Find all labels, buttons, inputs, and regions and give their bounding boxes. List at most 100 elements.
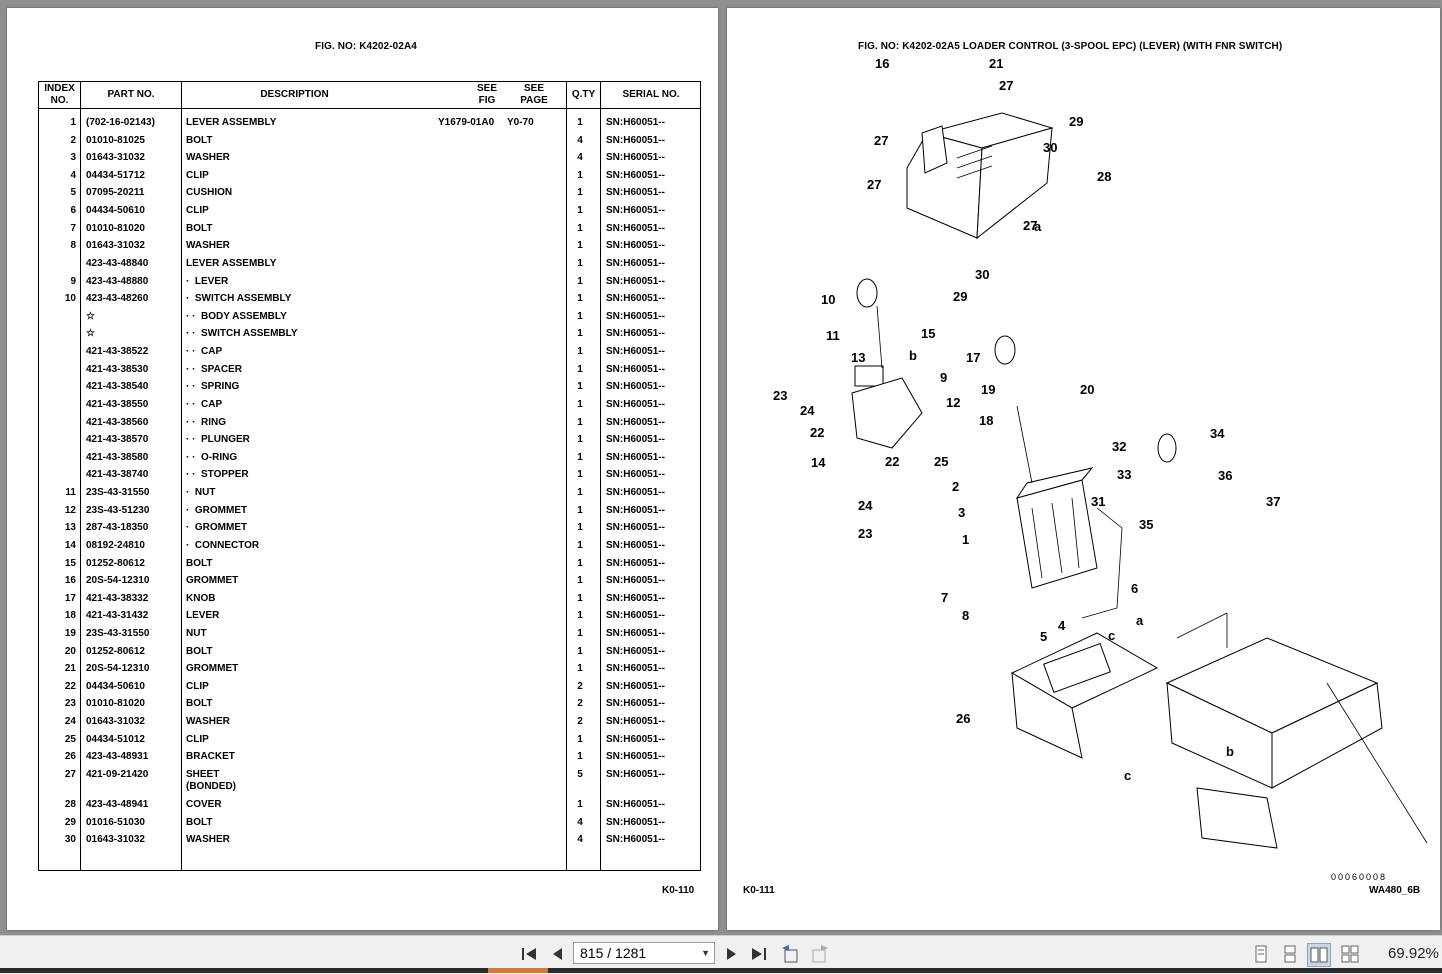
- prev-page-icon[interactable]: [546, 943, 568, 965]
- last-page-icon[interactable]: [748, 943, 770, 965]
- row-index: 7: [70, 222, 76, 234]
- diagram-callout: 27: [874, 133, 888, 148]
- diagram-callout: 20: [1080, 382, 1094, 397]
- row-description: NUT: [186, 627, 207, 639]
- row-part-no: 421-43-38570: [86, 434, 149, 446]
- row-qty: 1: [577, 451, 583, 463]
- first-page-icon[interactable]: [518, 943, 540, 965]
- single-page-icon[interactable]: [1250, 943, 1272, 965]
- row-part-no: 01252-80612: [86, 557, 145, 569]
- two-page-icon[interactable]: [1307, 943, 1331, 967]
- row-qty: 2: [577, 680, 583, 692]
- zoom-level[interactable]: 69.92%: [1388, 945, 1439, 962]
- row-description: · GROMMET: [186, 522, 248, 534]
- row-serial-no: SN:H60051--: [606, 663, 665, 675]
- row-serial-no: SN:H60051--: [606, 134, 665, 146]
- row-part-no: 23S-43-31550: [86, 627, 150, 639]
- row-qty: 1: [577, 798, 583, 810]
- row-qty: 1: [577, 487, 583, 499]
- header-see-fig: SEE FIG: [476, 83, 497, 106]
- row-index: 22: [64, 680, 76, 692]
- chevron-down-icon[interactable]: ▼: [701, 948, 710, 958]
- row-part-no: 423-43-48941: [86, 798, 149, 810]
- row-description: LEVER ASSEMBLY: [186, 257, 277, 269]
- row-serial-no: SN:H60051--: [606, 816, 665, 828]
- diagram-callout: 3: [958, 505, 965, 520]
- page-number-input[interactable]: 815 / 1281 ▼: [573, 942, 715, 964]
- row-serial-no: SN:H60051--: [606, 328, 665, 340]
- row-qty: 1: [577, 557, 583, 569]
- row-part-no: 01643-31032: [86, 152, 145, 164]
- row-part-no: 421-43-38550: [86, 398, 149, 410]
- row-qty: 1: [577, 610, 583, 622]
- diagram-callout: 28: [1097, 169, 1111, 184]
- left-page: FIG. NO: K4202-02A4 INDEX NO. PART NO. D…: [7, 8, 718, 930]
- row-qty: 1: [577, 187, 583, 199]
- row-part-no: 423-43-48840: [86, 257, 149, 269]
- row-part-no: 04434-50610: [86, 680, 145, 692]
- row-serial-no: SN:H60051--: [606, 716, 665, 728]
- go-forward-icon[interactable]: [809, 943, 831, 965]
- row-part-no: 01010-81020: [86, 698, 145, 710]
- row-serial-no: SN:H60051--: [606, 627, 665, 639]
- row-description: · · SPACER: [186, 363, 242, 375]
- progress-strip-highlight: [488, 968, 548, 973]
- row-description: LEVER ASSEMBLY: [186, 117, 277, 128]
- row-qty: 2: [577, 698, 583, 710]
- row-index: 23: [64, 698, 76, 710]
- diagram-callout: a: [1034, 219, 1042, 234]
- go-back-icon[interactable]: [779, 943, 801, 965]
- row-qty: 1: [577, 627, 583, 639]
- row-qty: 1: [577, 434, 583, 446]
- row-qty: 1: [577, 346, 583, 358]
- row-serial-no: SN:H60051--: [606, 187, 665, 199]
- row-qty: 1: [577, 257, 583, 269]
- row-part-no: ☆: [86, 310, 95, 322]
- two-page-continuous-icon[interactable]: [1339, 943, 1361, 965]
- row-description: · NUT: [186, 487, 216, 499]
- row-index: 24: [64, 716, 76, 728]
- row-index: 29: [64, 816, 76, 828]
- row-description: · LEVER: [186, 275, 229, 287]
- diagram-callout: 23: [858, 526, 872, 541]
- header-index: INDEX NO.: [44, 83, 75, 106]
- row-serial-no: SN:H60051--: [606, 504, 665, 516]
- diagram-callout: 11: [826, 328, 840, 343]
- row-serial-no: SN:H60051--: [606, 293, 665, 305]
- row-qty: 4: [577, 152, 583, 164]
- diagram-callout: 31: [1091, 494, 1105, 509]
- progress-strip: [0, 968, 1442, 973]
- row-part-no: 423-43-48880: [86, 275, 149, 287]
- row-description: · · O-RING: [186, 451, 238, 463]
- diagram-callout: a: [1136, 613, 1144, 628]
- diagram-callout: 36: [1218, 468, 1232, 483]
- row-index: 27: [64, 768, 76, 780]
- diagram-callout: 23: [773, 388, 787, 403]
- row-part-no: 01643-31032: [86, 716, 145, 728]
- page-number: K0-110: [662, 885, 695, 896]
- row-qty: 1: [577, 663, 583, 675]
- diagram-callout: 13: [851, 350, 865, 365]
- row-description: GROMMET: [186, 575, 239, 587]
- next-page-icon[interactable]: [721, 943, 743, 965]
- row-qty: 1: [577, 504, 583, 516]
- row-index: 18: [64, 610, 76, 622]
- diagram-callout: 33: [1117, 467, 1131, 482]
- continuous-page-icon[interactable]: [1279, 943, 1301, 965]
- row-part-no: 421-43-38540: [86, 381, 149, 393]
- diagram-callout: 35: [1139, 517, 1153, 532]
- header-see-page: SEE PAGE: [520, 83, 548, 106]
- row-description: BOLT: [186, 698, 213, 710]
